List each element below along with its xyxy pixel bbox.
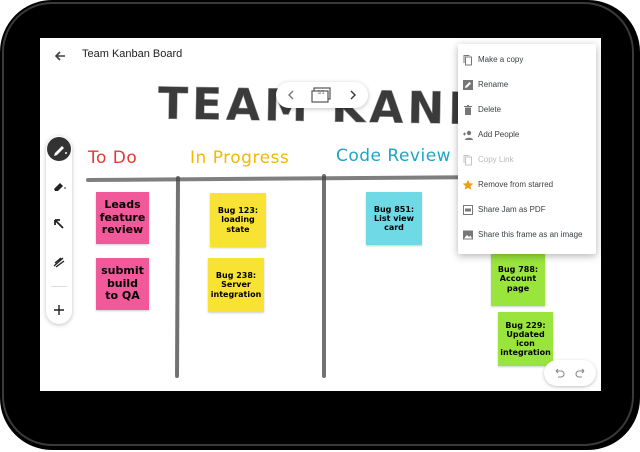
menu-item-delete[interactable]: Delete xyxy=(458,98,596,123)
menu-item-copy-link: Copy Link xyxy=(458,148,596,173)
drawing-toolbar xyxy=(46,136,72,324)
image-icon xyxy=(463,230,473,240)
sticky-note[interactable]: Leads feature review xyxy=(96,192,149,244)
menu-item-label: Rename xyxy=(478,80,509,89)
menu-item-label: Remove from starred xyxy=(478,180,554,189)
frames-icon[interactable] xyxy=(310,86,332,104)
copy-icon xyxy=(463,55,472,66)
tablet-bezel xyxy=(2,2,634,446)
menu-item-share-pdf[interactable]: Share Jam as PDF xyxy=(458,198,596,223)
star-icon xyxy=(462,179,474,190)
menu-item-label: Add People xyxy=(478,130,520,139)
eraser-icon[interactable] xyxy=(49,176,69,196)
edit-icon xyxy=(463,80,473,90)
pen-icon xyxy=(54,146,67,156)
menu-item-make-copy[interactable]: Make a copy xyxy=(458,48,596,73)
menu-item-rename[interactable]: Rename xyxy=(458,73,596,98)
select-arrow-icon[interactable] xyxy=(49,214,69,234)
sticky-note[interactable]: Bug 123: loading state xyxy=(210,193,266,247)
sticky-note[interactable]: Bug 229: Updated icon integration xyxy=(498,312,553,366)
menu-item-share-frame-image[interactable]: Share this frame as an image xyxy=(458,223,596,248)
menu-item-label: Copy Link xyxy=(478,155,514,164)
menu-item-label: Share Jam as PDF xyxy=(478,205,546,214)
undo-redo-controls xyxy=(544,360,596,386)
menu-item-add-people[interactable]: Add People xyxy=(458,123,596,148)
back-arrow-icon[interactable] xyxy=(50,46,70,66)
pdf-icon xyxy=(463,205,473,215)
pen-tool-button[interactable] xyxy=(47,137,71,161)
chevron-right-icon[interactable] xyxy=(346,88,360,102)
board-title: Team Kanban Board xyxy=(82,48,183,60)
laser-icon[interactable] xyxy=(49,252,69,272)
link-copy-icon xyxy=(463,155,472,166)
column-header-code-review: Code Review xyxy=(336,146,452,166)
trash-icon xyxy=(464,105,472,115)
undo-icon[interactable] xyxy=(552,366,566,380)
add-icon[interactable] xyxy=(49,300,69,320)
redo-icon[interactable] xyxy=(574,366,588,380)
menu-item-remove-starred[interactable]: Remove from starred xyxy=(458,173,596,198)
top-bar: Team Kanban Board xyxy=(40,38,601,74)
frame-navigator: 1/1 xyxy=(276,82,368,108)
chevron-left-icon[interactable] xyxy=(284,88,298,102)
sticky-note[interactable]: Bug 851: List view card xyxy=(366,192,422,245)
menu-item-label: Share this frame as an image xyxy=(478,230,583,239)
sticky-note[interactable]: Bug 788: Account page xyxy=(491,252,545,306)
board-grid-lines xyxy=(86,174,500,378)
menu-item-label: Delete xyxy=(478,105,502,114)
toolbar-divider xyxy=(51,286,67,287)
column-header-in-progress: In Progress xyxy=(190,148,290,168)
sticky-note[interactable]: submit build to QA xyxy=(96,258,149,310)
board-options-menu: Make a copy Rename Delete Add People Cop… xyxy=(458,44,596,254)
person-add-icon xyxy=(463,130,473,140)
column-header-todo: To Do xyxy=(88,148,138,168)
sticky-note[interactable]: Bug 238: Server integration xyxy=(208,258,264,312)
frame-counter: 1/1 xyxy=(317,90,325,96)
menu-item-label: Make a copy xyxy=(478,55,524,64)
